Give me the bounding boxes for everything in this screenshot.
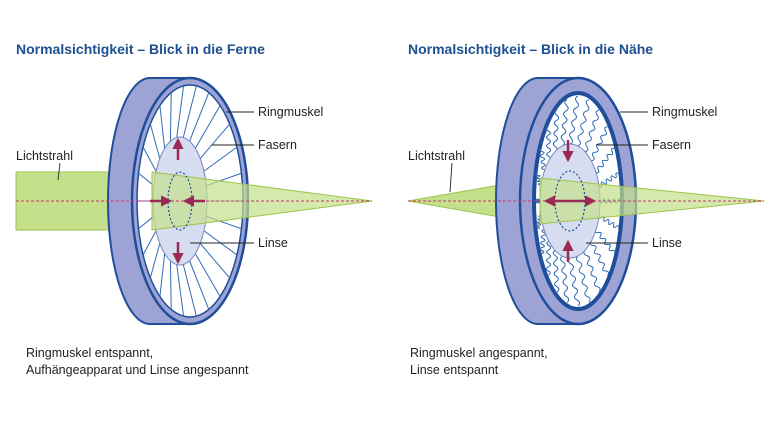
fiber-line	[159, 105, 166, 149]
fiber-wave	[539, 148, 547, 173]
left-caption-line1: Ringmuskel entspannt,	[26, 346, 153, 360]
fiber-line	[199, 243, 231, 279]
fiber-wave	[568, 257, 580, 307]
fiber-wave	[595, 147, 615, 174]
fiber-wave	[594, 229, 616, 254]
right-ring-label: Ringmuskel	[652, 105, 717, 119]
left-fiber-label: Fasern	[258, 138, 297, 152]
left-panel: Normalsichtigkeit – Blick in die Ferne	[15, 41, 373, 377]
fiber-line	[194, 105, 221, 149]
left-light-label: Lichtstrahl	[16, 149, 73, 163]
fiber-wave	[584, 109, 600, 153]
fiber-wave	[577, 99, 590, 147]
fiber-wave	[560, 99, 569, 147]
fiber-wave	[589, 241, 610, 276]
left-title: Normalsichtigkeit – Blick in die Ferne	[16, 41, 265, 57]
fiber-line	[142, 146, 157, 172]
fiber-wave	[598, 172, 619, 188]
left-lens-label: Linse	[258, 236, 288, 250]
right-caption-line2: Linse entspannt	[410, 363, 499, 377]
left-leader-lines	[57, 111, 254, 244]
fiber-line	[169, 260, 172, 310]
right-caption-line1: Ringmuskel angespannt,	[410, 346, 548, 360]
fiber-line	[189, 260, 210, 310]
fiber-wave	[535, 173, 544, 187]
right-tension-arrows	[543, 140, 597, 262]
fiber-line	[138, 172, 155, 187]
fiber-line	[203, 146, 238, 172]
fiber-wave	[569, 95, 579, 145]
fiber-line	[138, 215, 155, 230]
fiber-line	[194, 253, 221, 297]
fiber-wave	[545, 240, 552, 276]
fiber-line	[182, 264, 197, 317]
left-fibers	[137, 85, 243, 317]
fiber-line	[176, 85, 185, 138]
right-light-label: Lichtstrahl	[408, 149, 465, 163]
fiber-wave	[545, 126, 552, 162]
fiber-wave	[575, 255, 591, 303]
fiber-line	[159, 253, 166, 297]
left-ring-label: Ringmuskel	[258, 105, 323, 119]
right-fiber-label: Fasern	[652, 138, 691, 152]
fiber-line	[176, 264, 185, 317]
fiber-line	[169, 92, 172, 142]
left-tension-arrows	[150, 137, 205, 265]
fiber-line	[149, 243, 161, 279]
right-lens-label: Linse	[652, 236, 682, 250]
fiber-wave	[583, 250, 601, 293]
fiber-wave	[560, 255, 570, 303]
right-fibers	[535, 95, 621, 307]
fiber-line	[199, 123, 231, 159]
fiber-line	[189, 92, 210, 142]
fiber-line	[182, 85, 197, 138]
fiber-line	[149, 123, 161, 159]
right-title: Normalsichtigkeit – Blick in die Nähe	[408, 41, 653, 57]
fiber-wave	[552, 249, 560, 293]
right-leader-lines	[449, 111, 648, 244]
right-panel: Normalsichtigkeit – Blick in die Nähe	[407, 41, 765, 377]
fiber-line	[142, 230, 157, 256]
fiber-wave	[552, 109, 560, 153]
fiber-wave	[591, 126, 608, 162]
left-caption-line2: Aufhängeapparat und Linse angespannt	[26, 363, 249, 377]
